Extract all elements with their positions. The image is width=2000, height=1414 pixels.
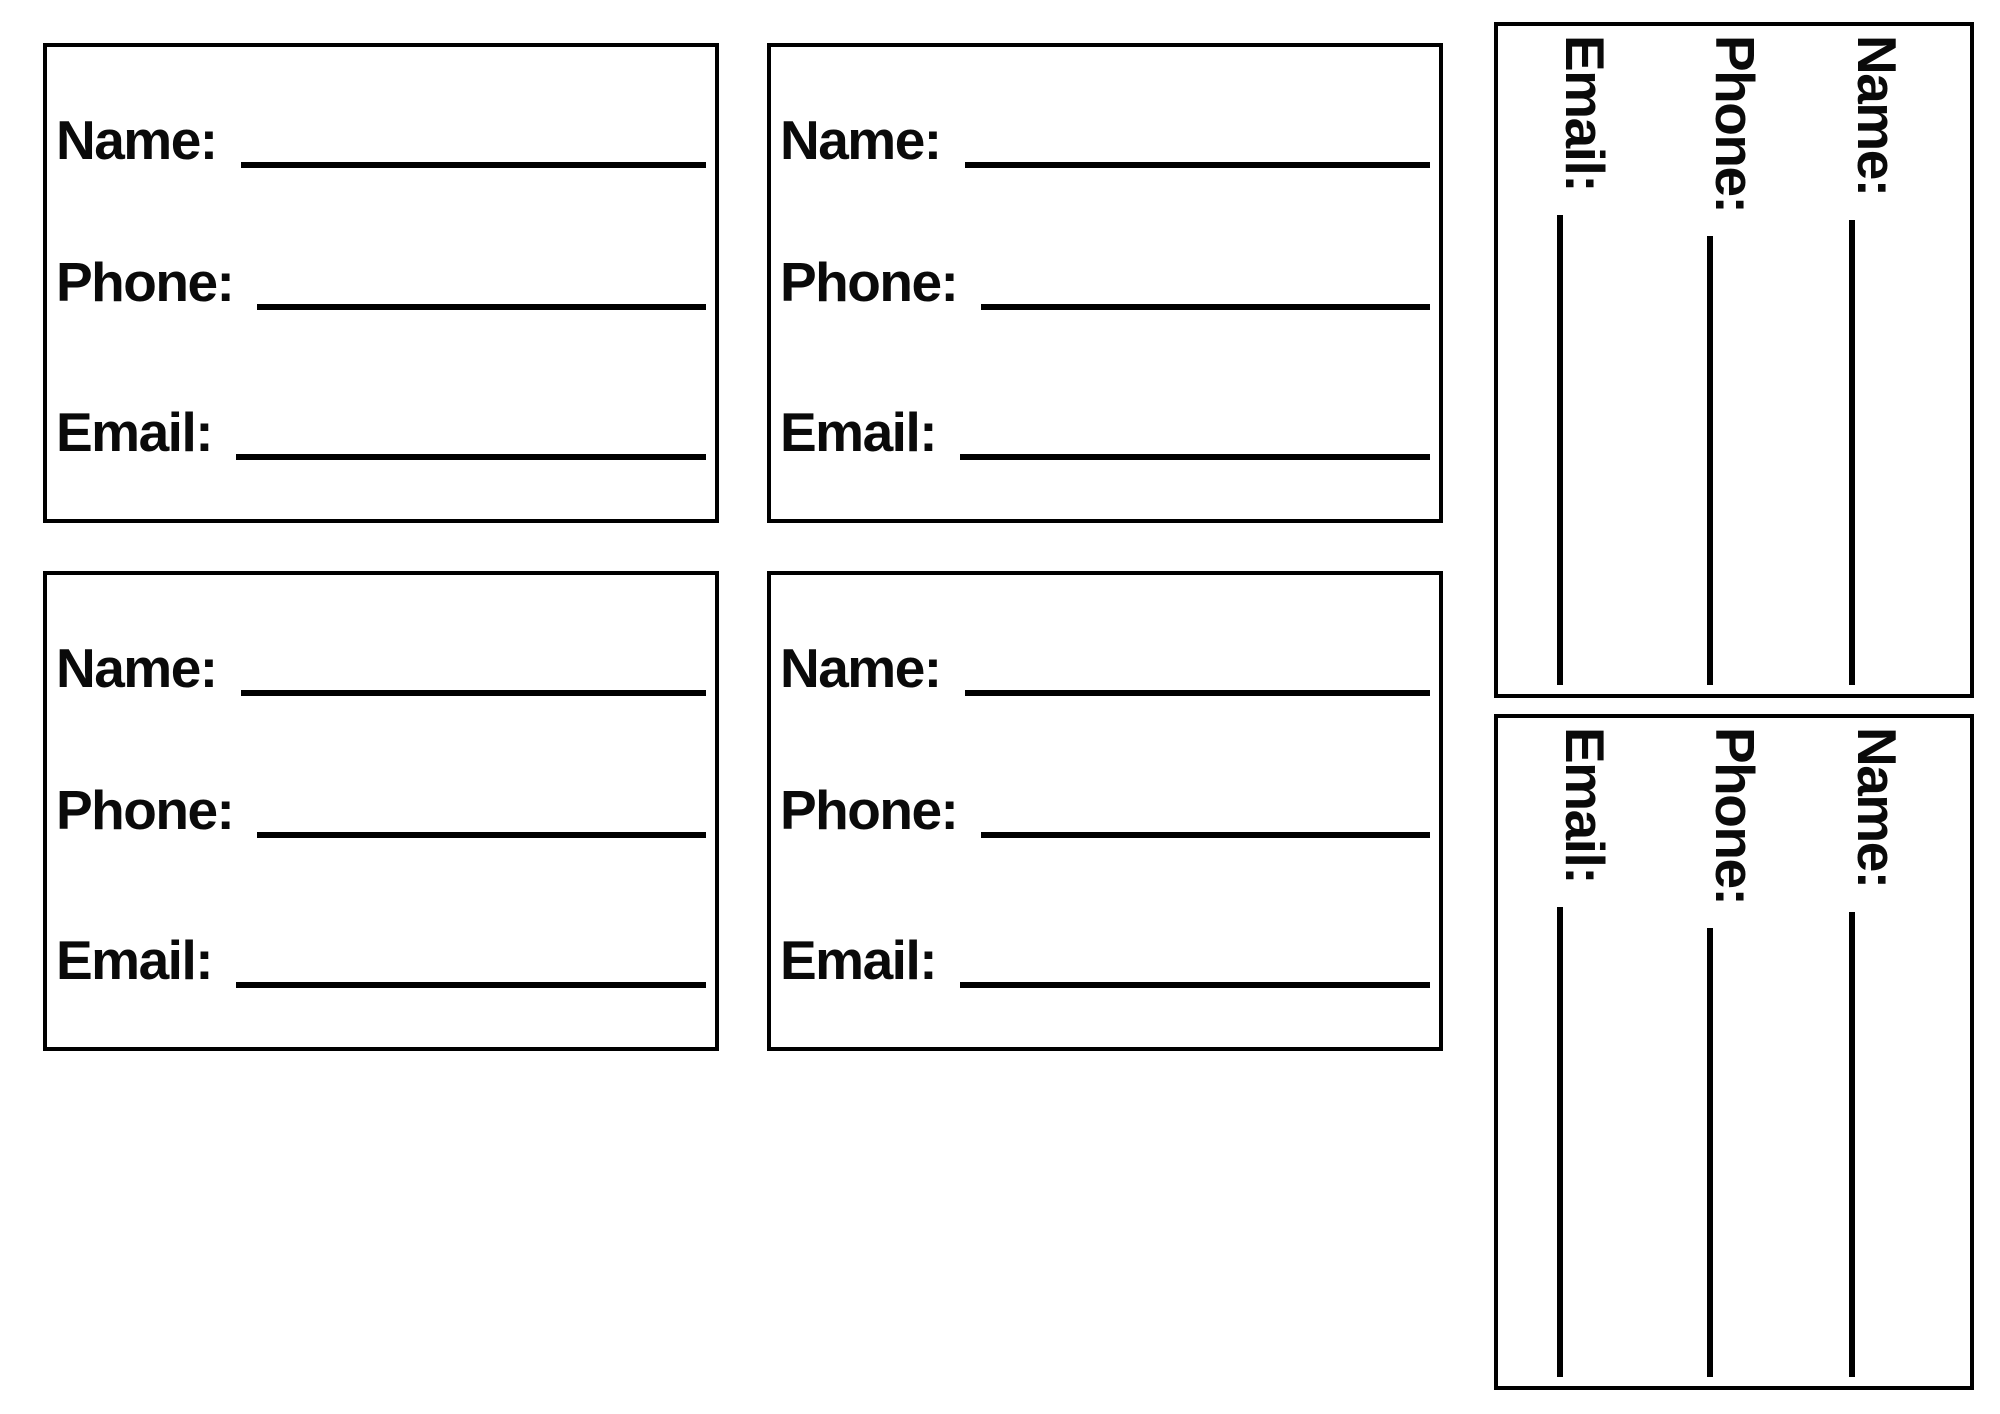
phone-label: Phone: (56, 779, 235, 841)
email-fill-line[interactable] (960, 982, 1430, 988)
phone-fill-line[interactable] (981, 304, 1430, 310)
name-fill-line[interactable] (1849, 219, 1855, 685)
email-row: Email: (1554, 727, 1616, 1377)
contact-card-2: Name: Phone: Email: (767, 43, 1443, 523)
contact-card-3: Name: Phone: Email: (43, 571, 719, 1051)
email-row: Email: (56, 404, 706, 460)
name-label: Name: (56, 109, 218, 171)
email-fill-line[interactable] (1557, 907, 1563, 1377)
phone-fill-line[interactable] (981, 832, 1430, 838)
phone-row: Phone: (780, 254, 1430, 310)
phone-fill-line[interactable] (257, 304, 706, 310)
phone-fill-line[interactable] (257, 832, 706, 838)
phone-label: Phone: (780, 779, 959, 841)
name-label: Name: (56, 637, 218, 699)
phone-row: Phone: (56, 782, 706, 838)
name-fill-line[interactable] (240, 690, 706, 696)
name-row: Name: (56, 640, 706, 696)
name-row: Name: (780, 112, 1430, 168)
email-label: Email: (1554, 727, 1616, 884)
email-label: Email: (56, 401, 214, 463)
name-fill-line[interactable] (240, 162, 706, 168)
name-fill-line[interactable] (964, 690, 1430, 696)
email-row: Email: (780, 404, 1430, 460)
phone-label: Phone: (780, 251, 959, 313)
email-fill-line[interactable] (236, 982, 706, 988)
name-label: Name: (1846, 35, 1908, 196)
phone-row: Phone: (56, 254, 706, 310)
phone-label: Phone: (1704, 727, 1766, 905)
email-fill-line[interactable] (236, 454, 706, 460)
name-row: Name: (1846, 35, 1908, 685)
email-label: Email: (780, 401, 938, 463)
email-label: Email: (780, 929, 938, 991)
contact-card-4: Name: Phone: Email: (767, 571, 1443, 1051)
rotated-card-face: Name: Phone: Email: (1494, 22, 1974, 698)
email-row: Email: (56, 932, 706, 988)
phone-label: Phone: (56, 251, 235, 313)
phone-fill-line[interactable] (1707, 236, 1713, 685)
email-row: Email: (780, 932, 1430, 988)
name-label: Name: (780, 637, 942, 699)
name-fill-line[interactable] (964, 162, 1430, 168)
email-fill-line[interactable] (960, 454, 1430, 460)
phone-fill-line[interactable] (1707, 928, 1713, 1377)
phone-label: Phone: (1704, 35, 1766, 213)
name-row: Name: (1846, 727, 1908, 1377)
email-label: Email: (56, 929, 214, 991)
email-fill-line[interactable] (1557, 215, 1563, 685)
phone-row: Phone: (1704, 727, 1766, 1377)
phone-row: Phone: (780, 782, 1430, 838)
name-row: Name: (780, 640, 1430, 696)
contact-card-6: Name: Phone: Email: (1494, 714, 1974, 1390)
email-label: Email: (1554, 35, 1616, 192)
name-row: Name: (56, 112, 706, 168)
contact-card-5: Name: Phone: Email: (1494, 22, 1974, 698)
contact-card-1: Name: Phone: Email: (43, 43, 719, 523)
rotated-card-face: Name: Phone: Email: (1494, 714, 1974, 1390)
email-row: Email: (1554, 35, 1616, 685)
phone-row: Phone: (1704, 35, 1766, 685)
name-label: Name: (780, 109, 942, 171)
name-label: Name: (1846, 727, 1908, 888)
name-fill-line[interactable] (1849, 911, 1855, 1377)
